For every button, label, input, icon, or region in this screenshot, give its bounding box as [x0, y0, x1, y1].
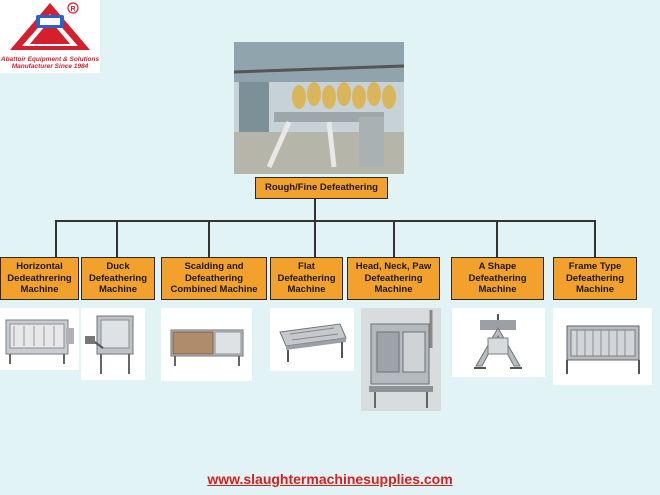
horizontal-machine-photo — [0, 308, 79, 370]
child-node-label: Head, Neck, Paw Defeathering Machine — [355, 261, 432, 296]
child-node-label: Scalding and Defeathering Combined Machi… — [170, 261, 258, 296]
frame-type-machine-photo — [553, 308, 652, 385]
logo-line-2: Manufacturer Since 1984 — [11, 63, 89, 70]
logo-line-1: Abattoir Equipment & Solutions — [0, 56, 100, 63]
child-node-label: Frame Type Defeathering Machine — [565, 261, 625, 296]
child-node-label: Flat Defeathering Machine — [277, 261, 336, 296]
branch-connector-3 — [208, 220, 210, 257]
scalding-machine-photo — [161, 308, 252, 381]
flat-machine-photo — [270, 308, 354, 371]
child-node-label: Duck Defeathering Machine — [88, 261, 148, 296]
child-node-head-neck-paw: Head, Neck, Paw Defeathering Machine — [347, 257, 440, 300]
svg-text:R: R — [70, 6, 75, 13]
child-node-label: Horizontal Dedeathrering Machine — [7, 261, 72, 296]
branch-connector-5 — [393, 220, 395, 257]
duck-machine-photo — [81, 308, 145, 380]
horizontal-connector — [55, 220, 596, 222]
logo-mark-icon: R — [10, 2, 90, 50]
head-neck-paw-machine-photo — [361, 308, 441, 411]
root-machine-photo — [234, 42, 404, 174]
child-node-scalding: Scalding and Defeathering Combined Machi… — [161, 257, 267, 300]
a-shape-machine-photo — [452, 308, 545, 377]
root-node: Rough/Fine Defeathering — [255, 177, 388, 199]
branch-connector-6 — [496, 220, 498, 257]
child-node-flat: Flat Defeathering Machine — [270, 257, 343, 300]
branch-connector-2 — [116, 220, 118, 257]
child-node-label: A Shape Defeathering Machine — [468, 261, 527, 296]
child-node-frame-type: Frame Type Defeathering Machine — [553, 257, 637, 300]
child-node-duck: Duck Defeathering Machine — [81, 257, 155, 300]
child-node-horizontal: Horizontal Dedeathrering Machine — [0, 257, 79, 300]
child-node-a-shape: A Shape Defeathering Machine — [451, 257, 544, 300]
branch-connector-1 — [55, 220, 57, 257]
root-connector — [314, 199, 316, 221]
website-link[interactable]: www.slaughtermachinesupplies.com — [207, 471, 453, 487]
company-logo: R Abattoir Equipment & Solutions Manufac… — [0, 0, 100, 73]
branch-connector-7 — [594, 220, 596, 257]
branch-connector-4 — [314, 220, 316, 257]
root-node-label: Rough/Fine Defeathering — [265, 182, 378, 194]
